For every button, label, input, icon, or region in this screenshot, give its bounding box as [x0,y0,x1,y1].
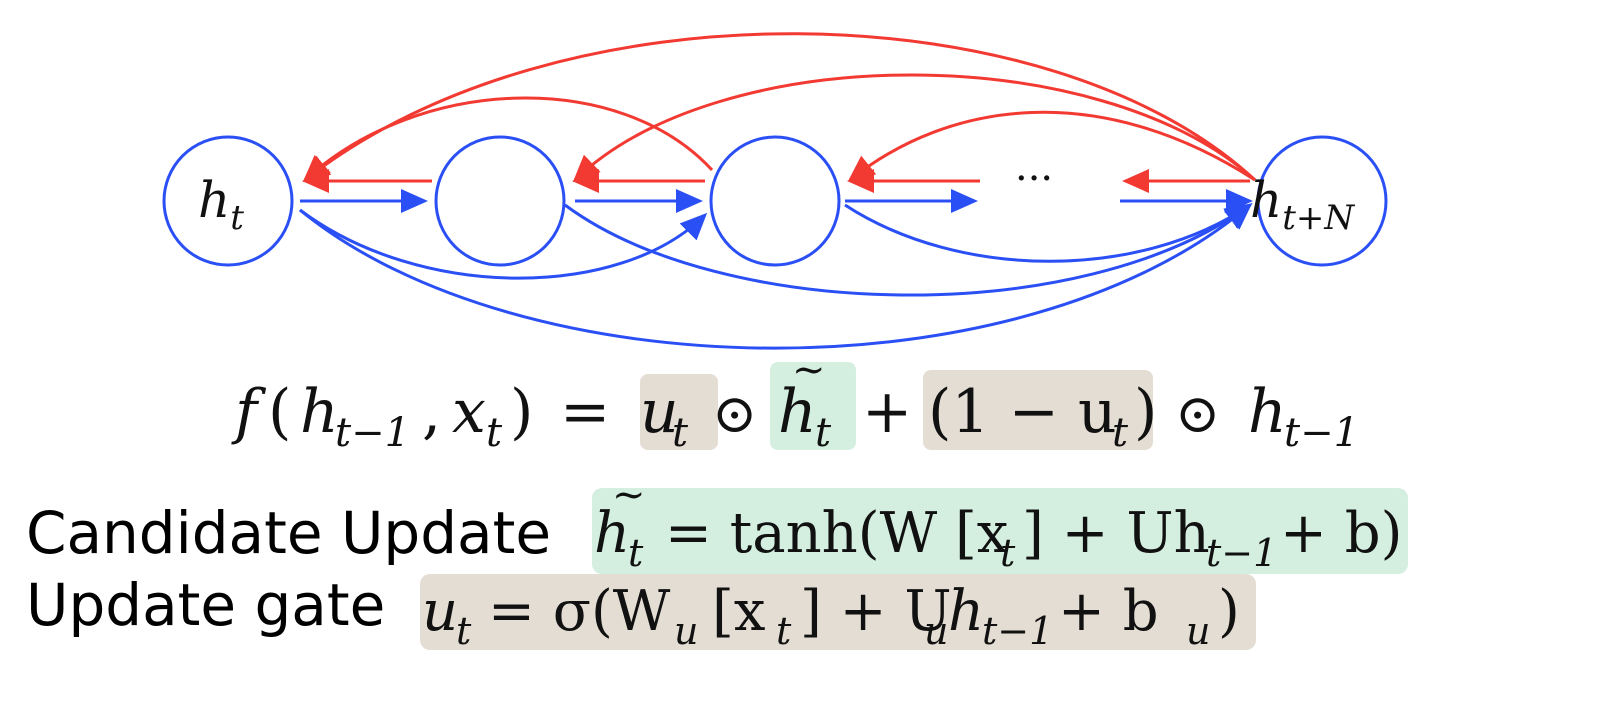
gate-part-1-sub: u [674,609,698,653]
cand-part-1: = tanh(W [x [665,501,1008,566]
eq-one-minus-u: (1 − u [928,377,1117,447]
eq-comma: , [422,377,441,447]
recurrence-equation: f ( h t−1 , x t ) = u t ⊙ ~ h t + (1 − u… [231,347,1359,456]
eq-one-minus-u-sub: t [1112,410,1129,456]
node-circles [162,135,1388,267]
node-hidden-1 [434,135,566,267]
gate-part-5: + b [1058,579,1159,644]
node-h-t [162,135,294,267]
backward-connections [302,32,1257,193]
arc-n2-to-n0 [302,96,714,183]
arc-n3-to-n1 [572,73,1257,183]
eq-h-tilde: h [778,377,817,447]
highlight-one-minus-u [923,370,1153,450]
candidate-update-label: Candidate Update [26,499,551,567]
node-h-t-label: ht [198,171,244,238]
gate-part-5-sub: u [1186,609,1210,653]
eq-h-2-sub: t−1 [1284,410,1359,456]
eq-h-tilde-sub: t [815,410,832,456]
highlight-h-tilde [770,362,856,450]
ellipsis: ··· [1015,156,1053,202]
highlight-candidate [592,488,1408,574]
eq-plus: + [862,377,912,447]
cand-h: h [594,501,630,566]
eq-open-paren: ( [268,377,291,447]
eq-tilde: ~ [792,347,826,393]
eq-f: f [231,377,267,447]
gate-part-2-sub: t [776,609,792,653]
eq-x: x [452,377,486,447]
arc-n3-to-n0 [302,32,1257,182]
eq-h-sub: t−1 [335,410,410,456]
gate-part-6: ) [1218,579,1240,644]
gate-u: u [422,579,458,644]
arc-n2-to-n3 [844,203,1253,263]
gate-u-sub: t [456,609,472,653]
highlight-update-gate [420,574,1256,650]
arc-n0-to-n2 [299,208,708,280]
eq-h-2: h [1248,377,1287,447]
gate-part-3: ] + U [800,579,952,644]
gate-part-3-sub: u [924,609,948,653]
cand-h-sub: t [628,531,644,575]
gate-part-2: [x [712,579,765,644]
highlight-u-t [640,374,718,450]
update-gate-label: Update gate [26,571,385,639]
cand-part-3: + b) [1280,501,1402,566]
eq-h: h [300,377,339,447]
eq-odot-2: ⊙ [1175,382,1220,445]
cand-tilde: ~ [612,472,646,518]
cand-part-2-sub: t−1 [1206,531,1277,575]
arc-n1-to-n3 [564,203,1253,297]
node-h-t-plus-n-label: ht+N [1250,171,1355,238]
update-gate-row: Update gate u t = σ(W u [x t ] + U u h t… [26,571,1256,653]
gate-part-4: h [948,579,984,644]
cand-part-2: ] + Uh [1022,501,1210,566]
node-h-t-plus-n [1256,135,1388,267]
gate-part-4-sub: t−1 [982,609,1053,653]
node-hidden-2 [709,135,841,267]
eq-u: u [640,377,679,447]
eq-close-paren: ) [510,377,533,447]
gate-part-1: = σ(W [488,579,671,644]
arc-n3-to-n2 [847,110,1256,182]
eq-one-minus-u-close: ) [1134,377,1157,447]
eq-odot-1: ⊙ [712,382,757,445]
arc-n0-to-n3 [299,203,1253,350]
candidate-update-row: Candidate Update ~ h t = tanh(W [x t ] +… [26,472,1408,575]
eq-x-sub: t [486,410,503,456]
eq-equals: = [560,377,610,447]
eq-u-sub: t [672,410,689,456]
cand-part-1-sub: t [1000,531,1016,575]
forward-connections [299,189,1253,350]
